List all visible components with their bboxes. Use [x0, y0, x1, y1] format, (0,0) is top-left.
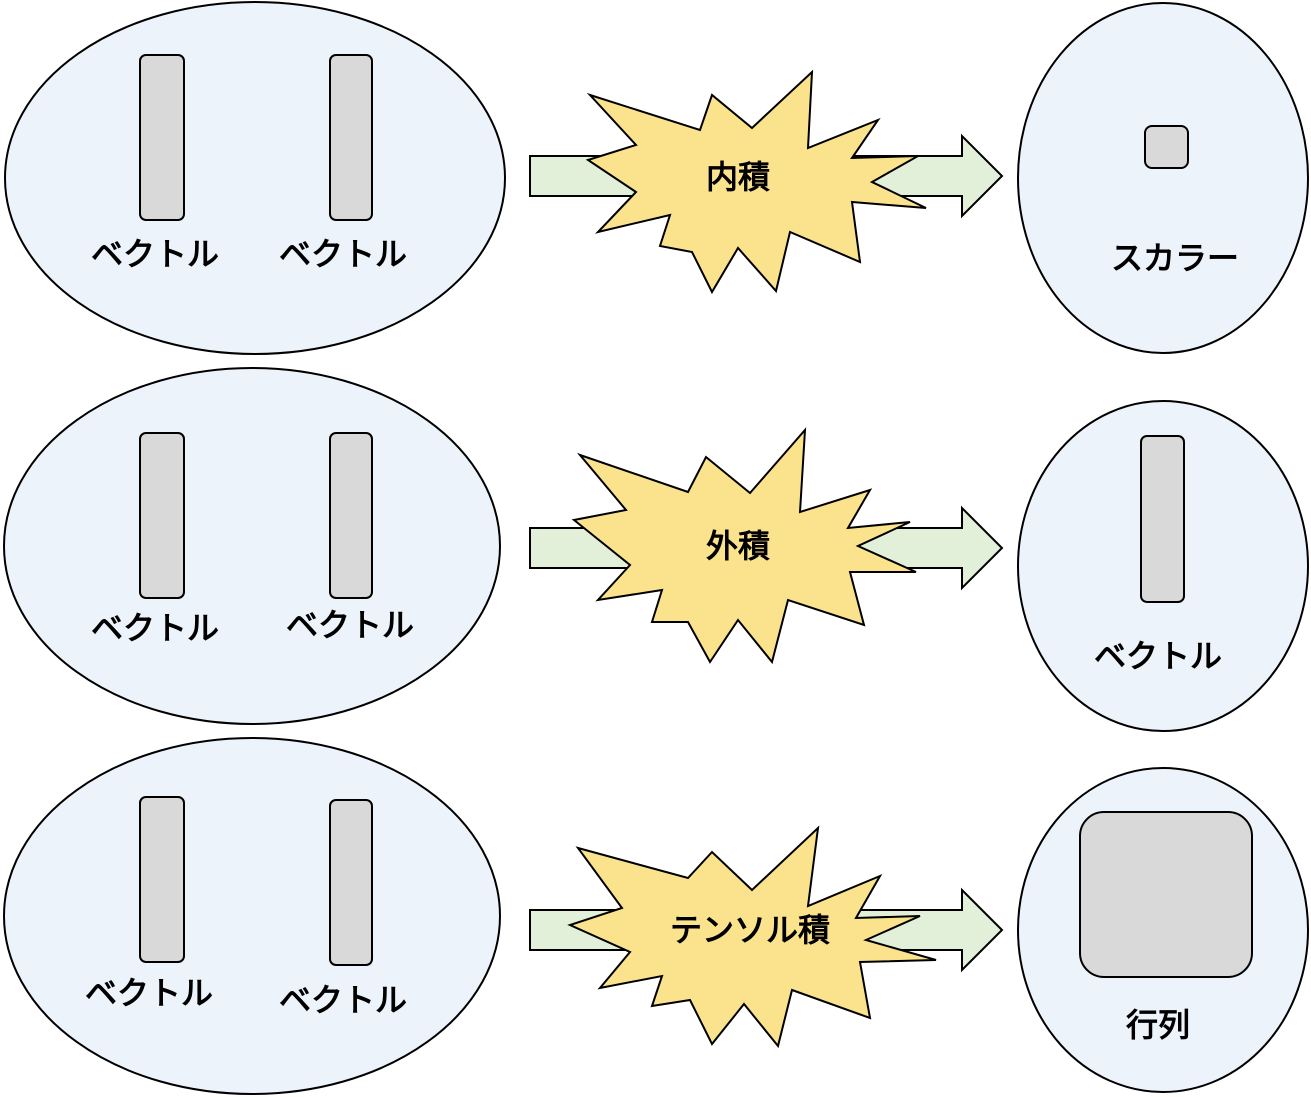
operation-burst — [571, 427, 917, 665]
vector-b-label: ベクトル — [279, 981, 407, 1019]
vector-box — [1140, 435, 1185, 603]
vector-b-box — [329, 799, 373, 966]
output-label: 行列 — [1126, 1006, 1190, 1044]
row-inner-product: ベクトル ベクトル 内積 スカラー — [4, 1, 1309, 355]
operation-label: 内積 — [706, 158, 770, 196]
row-tensor-product: ベクトル ベクトル テンソル積 行列 — [3, 737, 1309, 1095]
operation-burst — [567, 825, 937, 1049]
vector-a-label: ベクトル — [91, 609, 219, 647]
vector-a-box — [139, 432, 185, 599]
operation-burst — [585, 69, 927, 295]
vector-b-box — [329, 432, 373, 599]
operation-label: 外積 — [706, 527, 770, 565]
vector-b-label: ベクトル — [286, 606, 414, 644]
matrix-box — [1079, 811, 1253, 978]
vector-b-label: ベクトル — [279, 235, 407, 273]
row-cross-product: ベクトル ベクトル 外積 ベクトル — [3, 367, 1309, 732]
vector-a-label: ベクトル — [85, 974, 213, 1012]
operation-label: テンソル積 — [670, 911, 830, 949]
scalar-box — [1144, 125, 1189, 169]
input-ellipse — [4, 1, 506, 355]
vector-a-box — [139, 796, 185, 963]
vector-a-box — [139, 54, 185, 221]
vector-a-label: ベクトル — [91, 235, 219, 273]
output-ellipse — [1017, 2, 1309, 354]
input-ellipse — [3, 367, 501, 725]
output-label: ベクトル — [1094, 637, 1222, 675]
vector-b-box — [329, 54, 373, 221]
input-ellipse — [3, 737, 501, 1095]
output-label: スカラー — [1111, 239, 1239, 277]
